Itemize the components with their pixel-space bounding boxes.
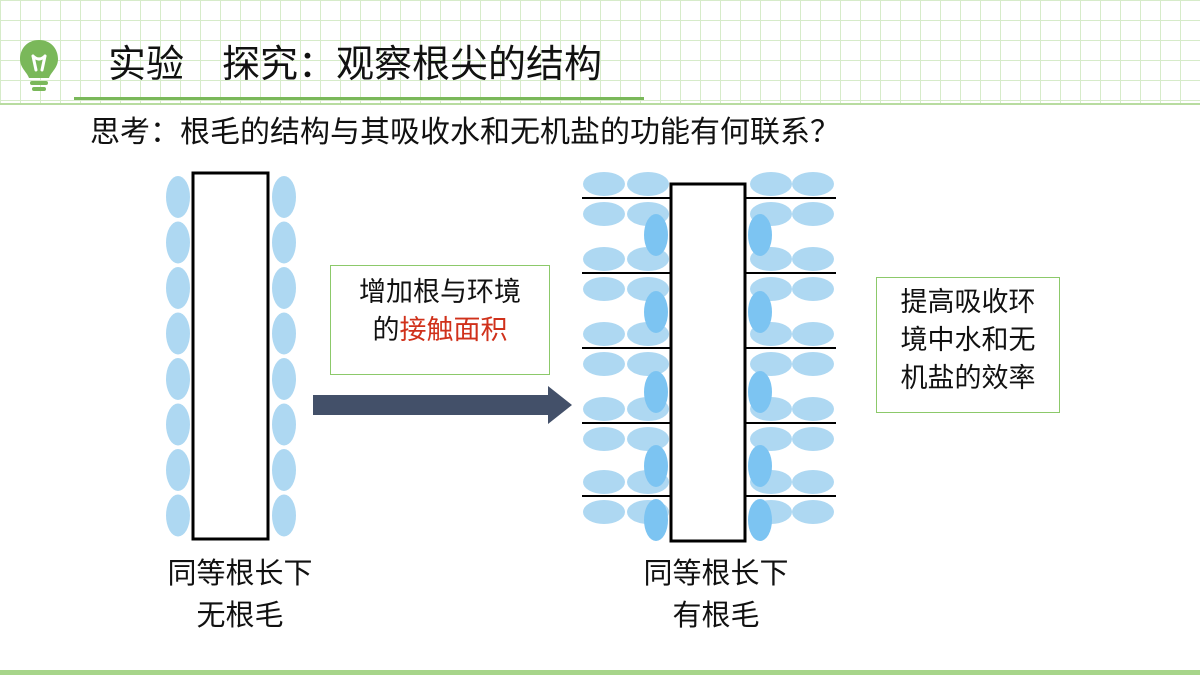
soil-particle <box>583 247 625 271</box>
soil-particle <box>792 500 834 524</box>
root-cell <box>166 221 190 264</box>
root-cell <box>272 176 296 218</box>
root-cell <box>166 403 190 446</box>
root-cell <box>166 176 190 218</box>
soil-particle <box>792 352 834 376</box>
efficiency-line1: 提高吸收环 <box>900 287 1036 318</box>
soil-particle <box>792 202 834 226</box>
root-epidermis-cell <box>748 371 772 413</box>
soil-particle <box>583 500 625 524</box>
right-root-cells <box>583 172 834 541</box>
right-root-hairs <box>582 197 836 497</box>
soil-particle <box>750 172 792 196</box>
efficiency-box: 提高吸收环 境中水和无 机盐的效率 <box>876 277 1060 413</box>
left-caption-line2: 无根毛 <box>196 598 284 632</box>
root-epidermis-cell <box>644 214 668 256</box>
soil-particle <box>792 172 834 196</box>
soil-particle <box>583 277 625 301</box>
root-epidermis-cell <box>748 291 772 333</box>
soil-particle <box>583 322 625 346</box>
left-caption: 同等根长下 无根毛 <box>120 552 360 636</box>
root-epidermis-cell <box>644 445 668 487</box>
root-epidermis-cell <box>644 291 668 333</box>
soil-particle <box>792 397 834 421</box>
soil-particle <box>583 172 625 196</box>
footer-divider <box>0 670 1200 675</box>
lightbulb-icon <box>20 40 58 91</box>
root-epidermis-cell <box>644 499 668 541</box>
root-cell <box>166 267 190 309</box>
soil-particle <box>583 352 625 376</box>
left-root-body <box>191 171 270 541</box>
title-underline <box>74 97 644 100</box>
root-cell <box>272 267 296 309</box>
soil-particle <box>583 397 625 421</box>
contact-area-highlight: 接触面积 <box>399 315 508 346</box>
contact-area-line2: 的接触面积 <box>331 312 549 350</box>
soil-particle <box>627 352 669 376</box>
soil-particle <box>792 277 834 301</box>
efficiency-line3: 机盐的效率 <box>900 363 1036 394</box>
root-cell <box>272 358 296 400</box>
soil-particle <box>583 470 625 494</box>
root-cell <box>272 221 296 264</box>
root-epidermis-cell <box>748 445 772 487</box>
soil-particle <box>583 427 625 451</box>
contact-area-box: 增加根与环境 的接触面积 <box>330 265 550 375</box>
root-cell <box>166 449 190 491</box>
soil-particle <box>750 352 792 376</box>
process-arrow <box>313 386 572 424</box>
root-cell <box>272 449 296 491</box>
question-text: 思考：根毛的结构与其吸收水和无机盐的功能有何联系？ <box>90 115 840 150</box>
root-cell <box>272 312 296 355</box>
left-caption-line1: 同等根长下 <box>167 556 313 590</box>
right-caption-line1: 同等根长下 <box>643 556 789 590</box>
efficiency-line2: 境中水和无 <box>900 325 1036 356</box>
root-cell <box>272 403 296 446</box>
soil-particle <box>750 427 792 451</box>
root-cell <box>166 494 190 537</box>
soil-particle <box>792 427 834 451</box>
right-caption: 同等根长下 有根毛 <box>596 552 836 636</box>
soil-particle <box>792 247 834 271</box>
root-epidermis-cell <box>748 214 772 256</box>
right-root-body <box>669 182 747 543</box>
soil-particle <box>583 202 625 226</box>
header-divider <box>0 103 1200 105</box>
page-title: 实验 探究：观察根尖的结构 <box>108 42 603 86</box>
soil-particle <box>627 427 669 451</box>
root-cell <box>272 494 296 537</box>
left-root-cells <box>166 176 296 537</box>
soil-particle <box>792 322 834 346</box>
contact-area-line1: 增加根与环境 <box>359 277 521 308</box>
soil-particle <box>792 470 834 494</box>
root-cell <box>166 358 190 400</box>
right-caption-line2: 有根毛 <box>672 598 760 632</box>
root-epidermis-cell <box>748 499 772 541</box>
contact-area-prefix: 的 <box>372 315 400 346</box>
root-cell <box>166 312 190 355</box>
root-epidermis-cell <box>644 371 668 413</box>
soil-particle <box>627 172 669 196</box>
